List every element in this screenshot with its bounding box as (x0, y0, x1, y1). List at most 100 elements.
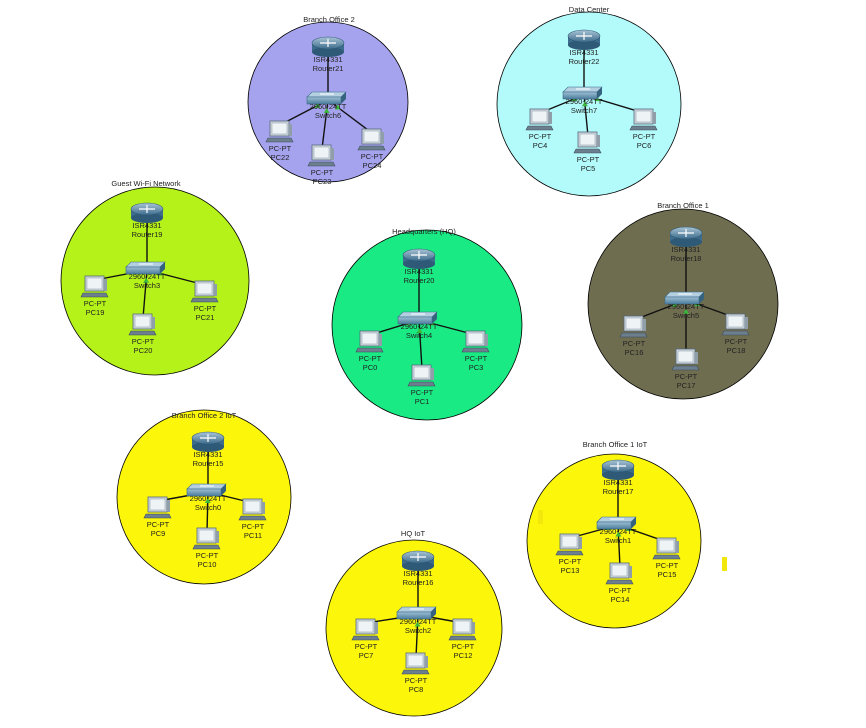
pc-type-label: PC-PT (675, 372, 698, 381)
zone-branch2: Branch Office 2ISR4331Router212960-24TTS… (247, 15, 409, 186)
pc-icon[interactable] (355, 330, 384, 353)
pc-icon[interactable] (629, 108, 658, 131)
pc-type-label: PC-PT (84, 299, 107, 308)
pc-name-label: PC22 (271, 153, 290, 162)
switch-name-label: Switch2 (405, 626, 431, 635)
switch-model-label: 2960-24TT (600, 527, 637, 536)
zone-title: Branch Office 2 IoT (172, 411, 237, 420)
zone-area[interactable] (526, 453, 702, 629)
zone-area[interactable] (331, 229, 523, 421)
router-icon[interactable] (130, 202, 164, 223)
zone-title: HQ IoT (401, 529, 426, 538)
pc-icon[interactable] (307, 144, 336, 167)
note-marker[interactable] (722, 557, 727, 571)
pc-name-label: PC8 (409, 685, 424, 694)
pc-name-label: PC6 (637, 141, 652, 150)
switch-name-label: Switch1 (605, 536, 631, 545)
pc-icon[interactable] (407, 364, 436, 387)
pc-name-label: PC21 (196, 313, 215, 322)
pc-type-label: PC-PT (633, 132, 656, 141)
pc-icon[interactable] (555, 533, 584, 556)
router-icon[interactable] (601, 459, 635, 480)
zone-title: Branch Office 1 IoT (583, 440, 648, 449)
link-status-indicator (416, 327, 423, 333)
pc-icon[interactable] (401, 652, 430, 675)
zone-branch1: Branch Office 1ISR4331Router182960-24TTS… (587, 201, 779, 400)
note-marker[interactable] (538, 510, 543, 524)
zone-area[interactable] (496, 11, 682, 197)
pc-icon[interactable] (128, 313, 157, 336)
switch-icon[interactable] (397, 311, 438, 325)
pc-icon[interactable] (448, 618, 477, 641)
pc-icon[interactable] (652, 537, 681, 560)
pc-icon[interactable] (721, 313, 750, 336)
pc-type-label: PC-PT (242, 522, 265, 531)
switch-icon[interactable] (596, 516, 637, 530)
switch-icon[interactable] (306, 91, 347, 105)
router-icon[interactable] (311, 36, 345, 57)
pc-name-label: PC9 (151, 529, 166, 538)
pc-type-label: PC-PT (725, 337, 748, 346)
pc-icon[interactable] (461, 330, 490, 353)
zone-area[interactable] (60, 186, 250, 376)
pc-icon[interactable] (605, 562, 634, 585)
switch-icon[interactable] (664, 291, 705, 305)
pc-icon[interactable] (573, 131, 602, 154)
pc-icon[interactable] (143, 496, 172, 519)
pc-type-label: PC-PT (194, 304, 217, 313)
pc-icon[interactable] (190, 280, 219, 303)
router-name-label: Router18 (671, 254, 702, 263)
router-icon[interactable] (669, 226, 703, 247)
switch-icon[interactable] (186, 483, 227, 497)
switch-icon[interactable] (125, 261, 166, 275)
switch-model-label: 2960-24TT (129, 272, 166, 281)
router-icon[interactable] (191, 431, 225, 452)
router-name-label: Router21 (313, 64, 344, 73)
router-model-label: ISR4331 (671, 245, 700, 254)
pc-icon[interactable] (351, 618, 380, 641)
router-icon[interactable] (567, 29, 601, 50)
pc-type-label: PC-PT (577, 155, 600, 164)
pc-icon[interactable] (357, 128, 386, 151)
pc-name-label: PC13 (561, 566, 580, 575)
zone-area[interactable] (116, 409, 292, 585)
pc-name-label: PC16 (625, 348, 644, 357)
zone-area[interactable] (325, 539, 503, 717)
pc-icon[interactable] (525, 108, 554, 131)
pc-icon[interactable] (619, 315, 648, 338)
zone-title: Data Center (569, 5, 610, 14)
switch-icon[interactable] (562, 86, 603, 100)
pc-name-label: PC23 (313, 177, 332, 186)
pc-icon[interactable] (80, 275, 109, 298)
router-icon[interactable] (401, 550, 435, 571)
zone-title: Headquarters (HQ) (392, 227, 456, 236)
pc-name-label: PC12 (454, 651, 473, 660)
pc-name-label: PC14 (611, 595, 630, 604)
router-model-label: ISR4331 (132, 221, 161, 230)
zone-title: Branch Office 1 (657, 201, 709, 210)
pc-type-label: PC-PT (656, 561, 679, 570)
pc-type-label: PC-PT (609, 586, 632, 595)
pc-name-label: PC1 (415, 397, 430, 406)
pc-name-label: PC17 (677, 381, 696, 390)
switch-model-label: 2960-24TT (401, 322, 438, 331)
router-name-label: Router20 (404, 276, 435, 285)
switch-name-label: Switch0 (195, 503, 221, 512)
switch-icon[interactable] (396, 606, 437, 620)
pc-name-label: PC11 (244, 531, 262, 540)
pc-icon[interactable] (671, 348, 700, 371)
pc-type-label: PC-PT (196, 551, 219, 560)
pc-icon[interactable] (265, 120, 294, 143)
switch-name-label: Switch5 (673, 311, 699, 320)
router-name-label: Router17 (603, 487, 634, 496)
switch-model-label: 2960-24TT (566, 97, 603, 106)
pc-icon[interactable] (192, 527, 221, 550)
pc-type-label: PC-PT (359, 354, 382, 363)
zone-guest: Guest Wi-Fi NetworkISR4331Router192960-2… (60, 179, 250, 376)
link-status-indicator (204, 498, 211, 503)
pc-name-label: PC18 (727, 346, 746, 355)
pc-icon[interactable] (238, 498, 267, 521)
router-icon[interactable] (402, 248, 436, 269)
link-cable (142, 269, 148, 319)
